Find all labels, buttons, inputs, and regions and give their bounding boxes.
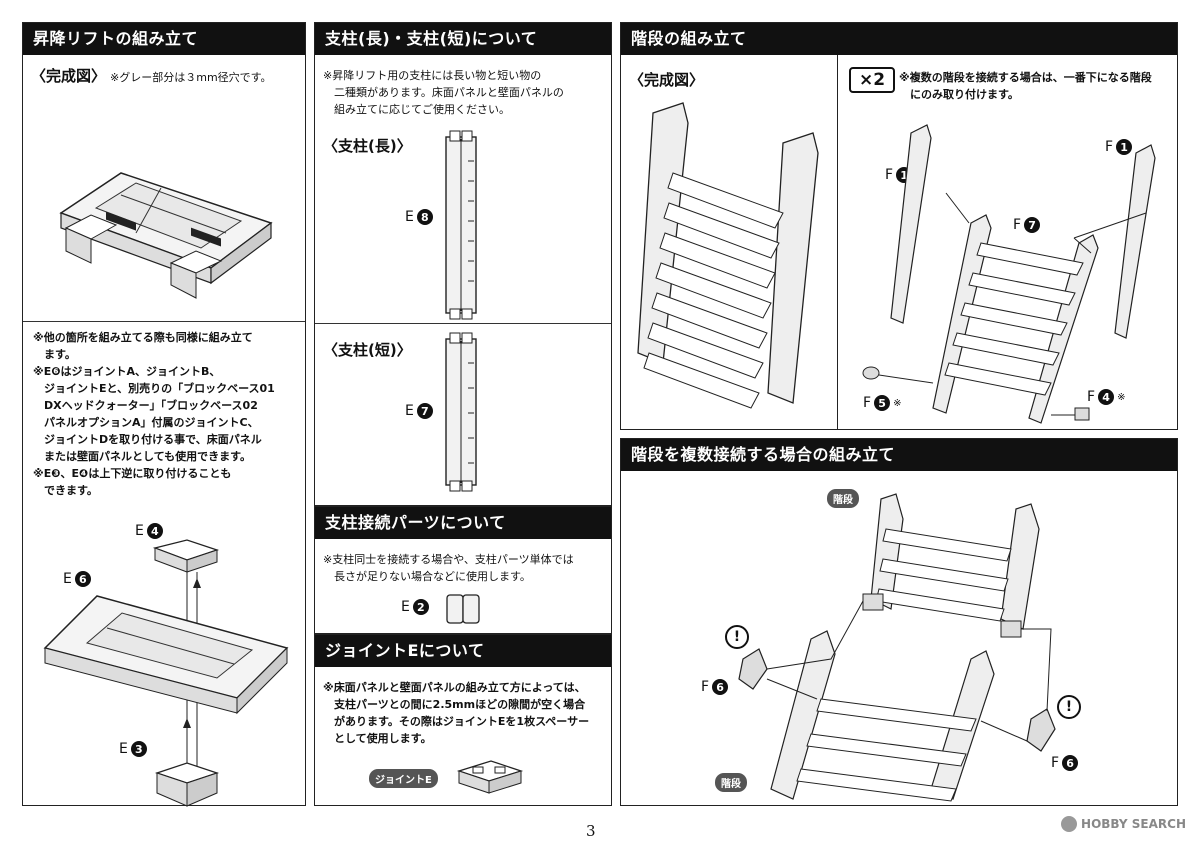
stairs-note-1: ※複数の階段を接続する場合は、一番下になる階段 [899,71,1152,84]
watermark-text: HOBBY SEARCH [1081,817,1186,831]
lift-note-7: ジョイントDを取り付ける事で、床面パネル [33,433,262,446]
lift-panel: 昇降リフトの組み立て 〈完成図〉 ※グレー部分は３mm径穴です。 ※他の箇所を組… [22,22,306,807]
lift-note-10: できます。 [33,484,98,497]
warning-icon-right: ! [1057,695,1081,719]
stairs-complete-illustration [637,102,819,409]
lift-exploded-illustration [43,539,289,807]
stairs-complete-label: 〈完成図〉 [629,71,705,89]
pillar-short-illustration [445,332,477,492]
watermark: HOBBY SEARCH [1061,816,1186,832]
pillar-title: 支柱(長)・支柱(短)について [315,23,611,55]
jointE-note-2: 支柱パーツとの間に2.5mmほどの隙間が空く場合 [323,698,586,711]
jointE-badge: ジョイントE [369,769,438,788]
multi-badge-top: 階段 [827,489,859,508]
lift-note-1: ※他の箇所を組み立てる際も同様に組み立て [33,331,253,344]
page-number: 3 [586,822,596,840]
jointE-note-3: があります。その際はジョイントEを1枚スペーサー [323,715,590,728]
lift-note-6: パネルオプションA」付属のジョイントC、 [33,416,259,429]
lift-note-8: または壁面パネルとしても使用できます。 [33,450,252,463]
jointE-title: ジョイントEについて [315,635,611,667]
connector-panel: 支柱接続パーツについて ※支柱同士を接続する場合や、支柱パーツ単体では 長さが足… [314,506,612,634]
pillar-short-label: 〈支柱(短)〉 [323,341,412,359]
jointE-panel: ジョイントEについて ※床面パネルと壁面パネルの組み立て方によっては、 支柱パー… [314,634,612,806]
multi-title: 階段を複数接続する場合の組み立て [621,439,1177,471]
connector-title: 支柱接続パーツについて [315,507,611,539]
lift-complete-note: ※グレー部分は３mm径穴です。 [110,71,272,84]
lift-complete-label: 〈完成図〉 [31,67,107,85]
multi-stairs-illustration [738,493,1056,802]
connector-note-1: ※支柱同士を接続する場合や、支柱パーツ単体では [323,553,574,566]
jointE-note-1: ※床面パネルと壁面パネルの組み立て方によっては、 [323,681,586,694]
jointE-illustration [456,760,524,794]
pillar-note-3: 組み立てに応じてご使用ください。 [323,103,510,116]
stairs-panel: 階段の組み立て 〈完成図〉 ×2 ※複数の階段を接続する場合は、一番下になる階段… [620,22,1178,430]
connector-note-2: 長さが足りない場合などに使用します。 [323,570,531,583]
warning-icon-left: ! [725,625,749,649]
lift-note-5: DXヘッドクォーター」「ブロックベース02 [33,399,258,412]
stairs-title: 階段の組み立て [621,23,1177,55]
pillar-note-2: 二種類があります。床面パネルと壁面パネルの [323,86,564,99]
lift-note-2: ます。 [33,348,76,361]
jointE-note-4: として使用します。 [323,732,432,745]
lift-complete-illustration [59,172,273,299]
pillar-panel: 支柱(長)・支柱(短)について ※昇降リフト用の支柱には長い物と短い物の 二種類… [314,22,612,506]
pillar-long-illustration [445,130,477,320]
stairs-note-2: にのみ取り付けます。 [899,88,1019,101]
lift-note-4: ジョイントEと、別売りの「ブロックベース01 [33,382,275,395]
hobby-logo-icon [1061,816,1078,832]
multi-badge-bottom: 階段 [715,773,747,792]
connector-illustration [446,594,480,624]
lift-title: 昇降リフトの組み立て [23,23,305,55]
stairs-times-badge: ×2 [849,67,895,93]
pillar-long-label: 〈支柱(長)〉 [323,137,412,155]
lift-note-3: ※E❻はジョイントA、ジョイントB、 [33,365,221,378]
lift-note-9: ※E❸、E❹は上下逆に取り付けることも [33,467,232,480]
stairs-exploded-illustration [862,124,1156,424]
pillar-note-1: ※昇降リフト用の支柱には長い物と短い物の [323,69,542,82]
